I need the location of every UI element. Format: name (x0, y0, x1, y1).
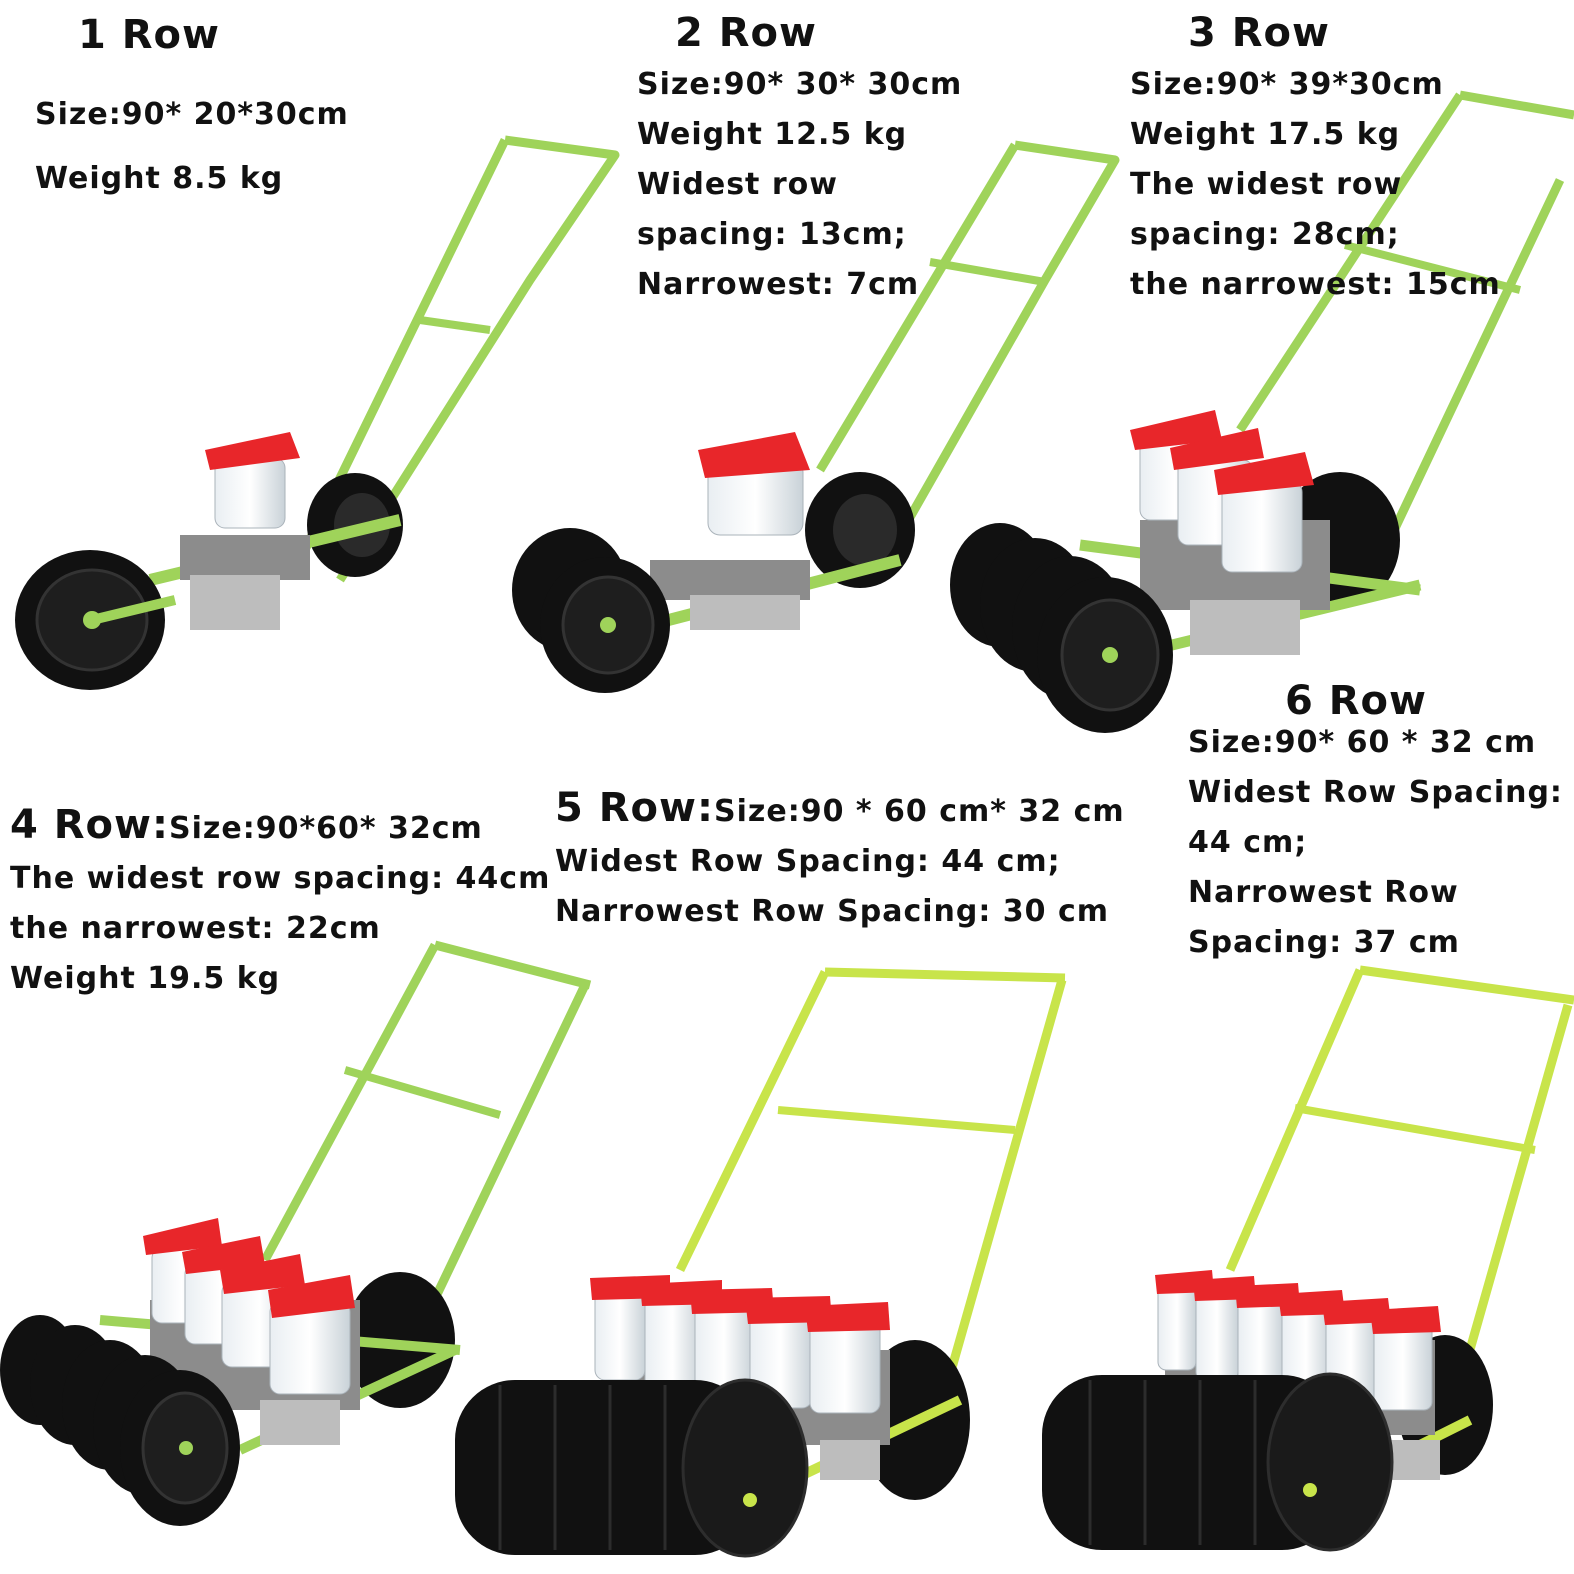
row4-widest: The widest row spacing: 44cm (10, 861, 551, 896)
seeder-3-row-image (950, 90, 1574, 733)
row6-widest: Widest Row Spacing: (1188, 775, 1563, 810)
row6-narrowest: Narrowest Row (1188, 875, 1459, 910)
row2-spacing: spacing: 13cm; (637, 217, 907, 252)
row2-size: Size:90* 30* 30cm (637, 67, 963, 102)
row5-heading: 5 Row:Size:90 * 60 cm* 32 cm (555, 783, 1125, 837)
row3-weight: Weight 17.5 kg (1130, 117, 1401, 152)
row5-narrowest: Narrowest Row Spacing: 30 cm (555, 894, 1110, 929)
row4-weight: Weight 19.5 kg (10, 961, 281, 996)
row4-size: Size:90*60* 32cm (169, 811, 483, 846)
row6-specs: Size:90* 60 * 32 cm Widest Row Spacing: … (1188, 718, 1563, 968)
row6-widest-value: 44 cm; (1188, 825, 1308, 860)
seeder-2-row-image (512, 140, 1120, 693)
row3-size: Size:90* 39*30cm (1130, 67, 1444, 102)
row1-specs: Size:90* 20*30cm Weight 8.5 kg (35, 90, 349, 204)
row2-weight: Weight 12.5 kg (637, 117, 908, 152)
row5-size: Size:90 * 60 cm* 32 cm (714, 794, 1125, 829)
row2-widest: Widest row (637, 167, 838, 202)
row2-specs: Size:90* 30* 30cm Weight 12.5 kg Widest … (637, 60, 962, 310)
row3-title: 3 Row (1188, 10, 1330, 56)
row5-widest: Widest Row Spacing: 44 cm; (555, 844, 1061, 879)
row1-weight: Weight 8.5 kg (35, 161, 284, 196)
row6-title: 6 Row (1285, 678, 1427, 724)
row3-spacing: spacing: 28cm; (1130, 217, 1400, 252)
seeder-4-row-image (0, 940, 592, 1526)
row3-specs: Size:90* 39*30cm Weight 17.5 kg The wide… (1130, 60, 1501, 310)
row4-narrowest: the narrowest: 22cm (10, 911, 381, 946)
row6-narrowest-value: Spacing: 37 cm (1188, 925, 1460, 960)
row6-size: Size:90* 60 * 32 cm (1188, 725, 1537, 760)
row2-narrowest: Narrowest: 7cm (637, 267, 920, 302)
row2-title: 2 Row (675, 10, 817, 56)
row4-heading: 4 Row:Size:90*60* 32cm (10, 800, 550, 854)
seeder-6-row-image (1042, 965, 1574, 1552)
row4-title: 4 Row: (10, 802, 169, 848)
row4-specs: 4 Row:Size:90*60* 32cm The widest row sp… (10, 800, 550, 1004)
row3-widest: The widest row (1130, 167, 1403, 202)
row1-title: 1 Row (78, 12, 220, 58)
row3-narrowest: the narrowest: 15cm (1130, 267, 1501, 302)
row5-specs: 5 Row:Size:90 * 60 cm* 32 cm Widest Row … (555, 783, 1125, 937)
row5-title: 5 Row: (555, 785, 714, 831)
seeder-1-row-image (15, 135, 620, 690)
row1-size: Size:90* 20*30cm (35, 97, 349, 132)
seeder-5-row-image (455, 967, 1067, 1558)
